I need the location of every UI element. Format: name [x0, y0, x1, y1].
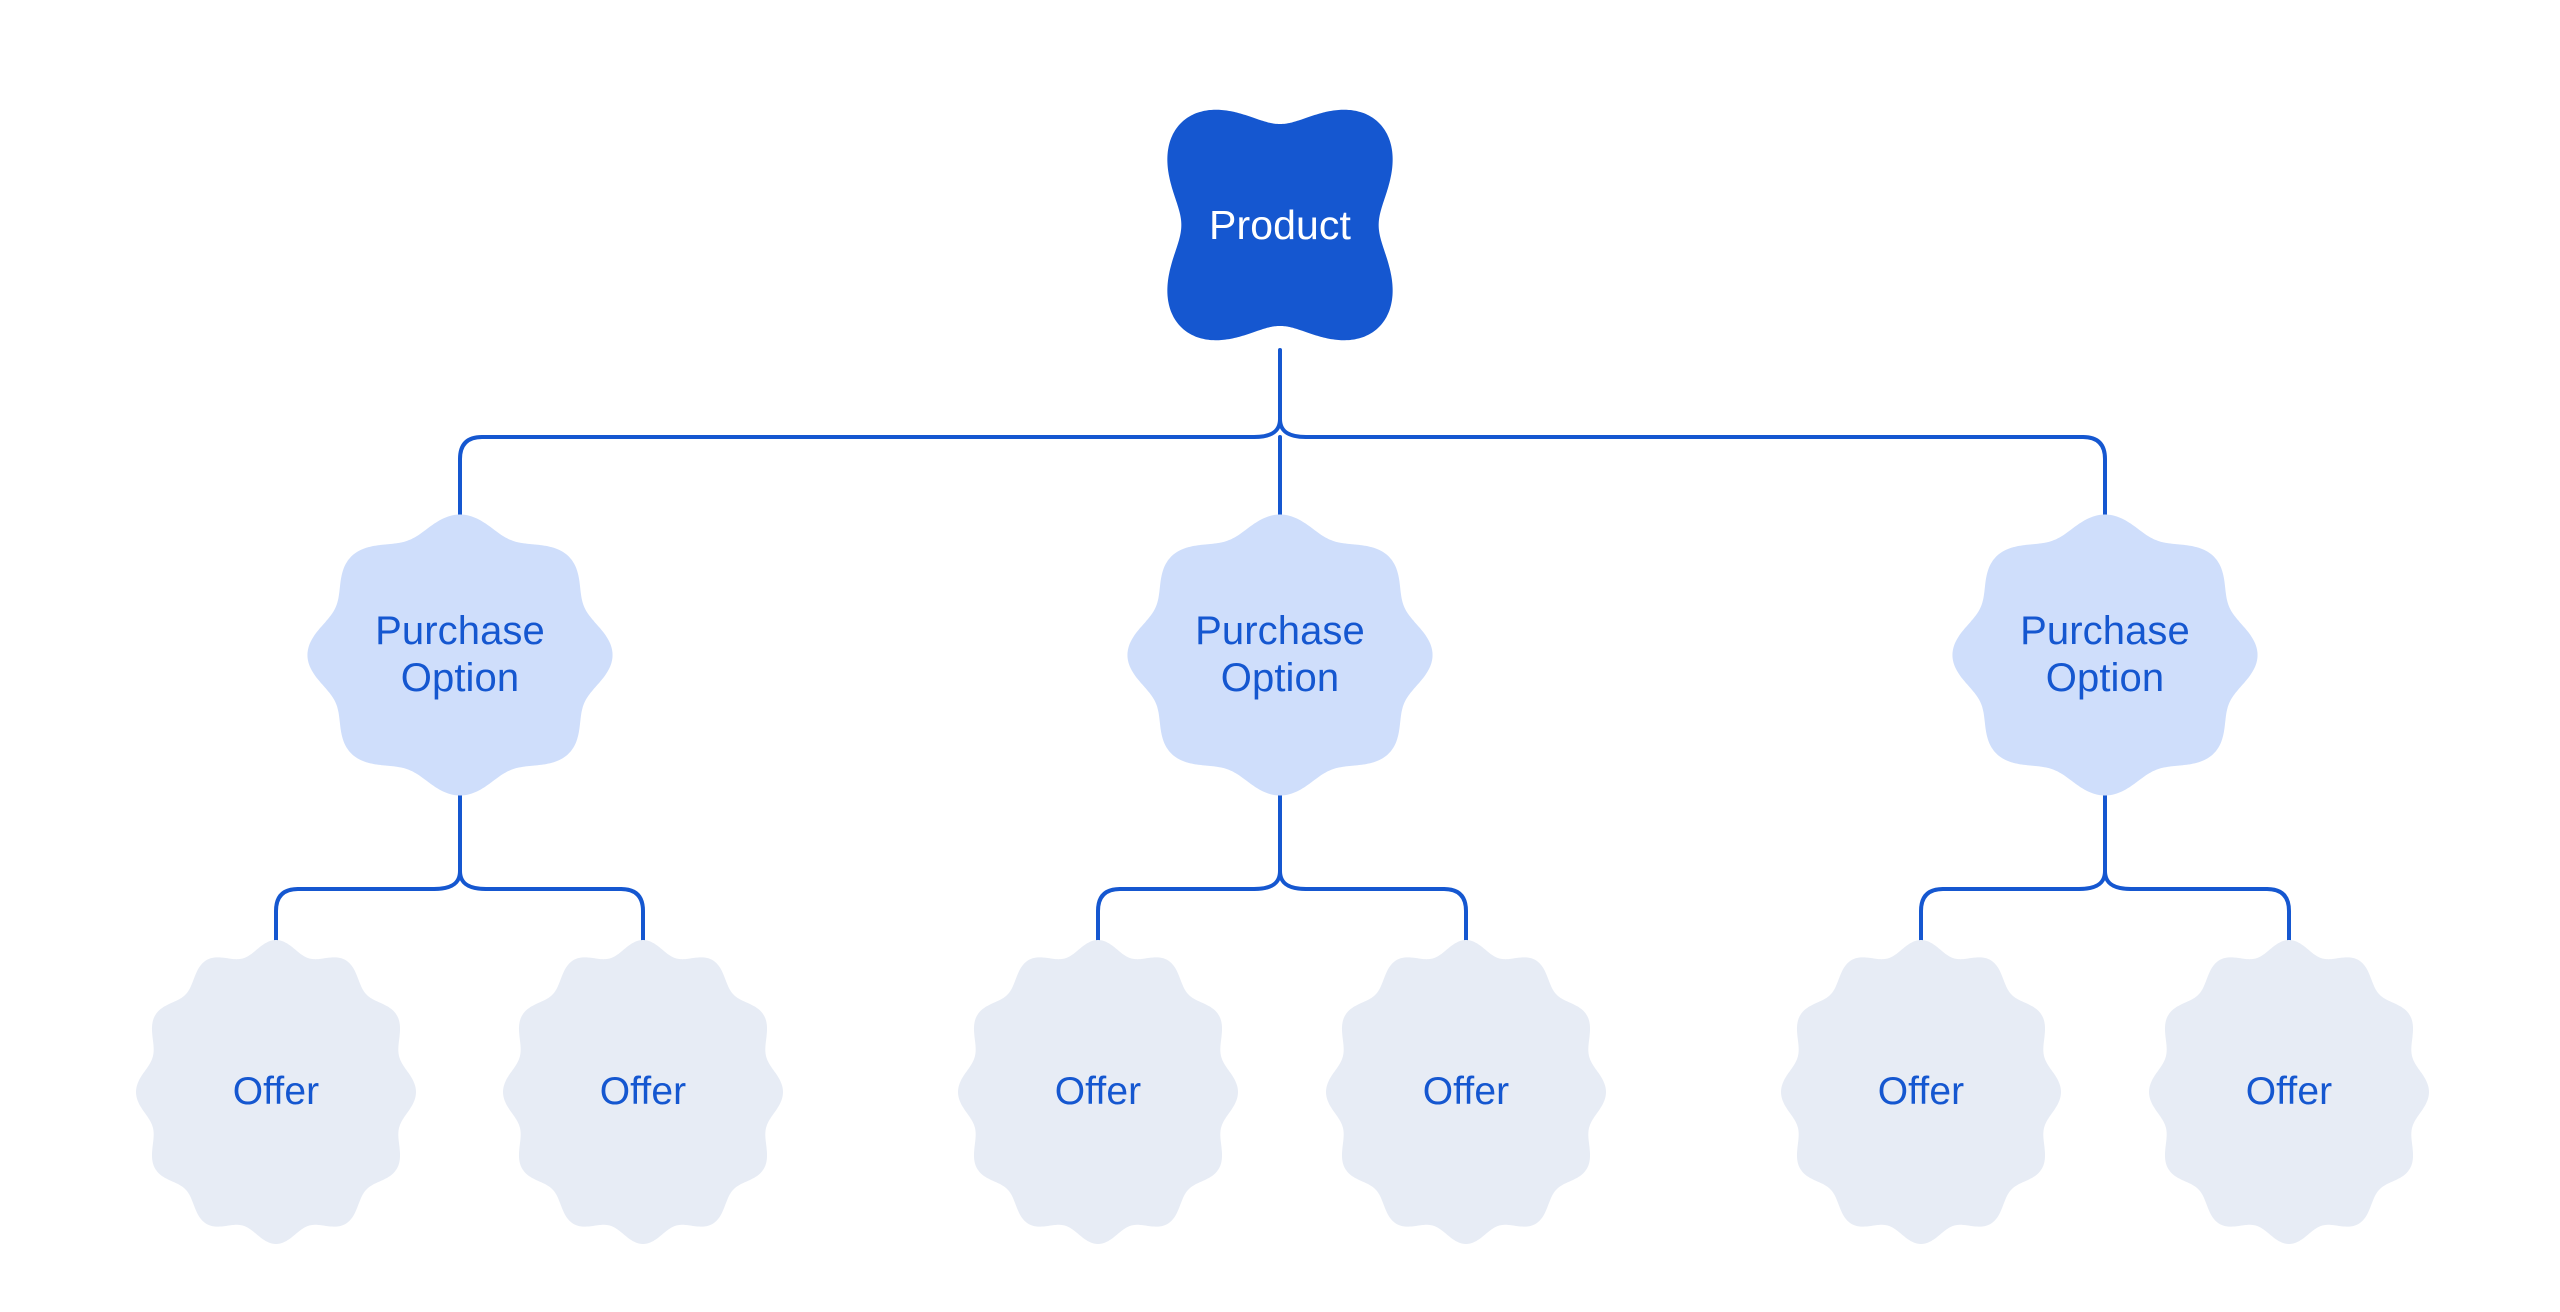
edge-purchase-option-3-to-offers-drop-0	[1919, 887, 1945, 952]
edge-purchase-option-2-to-offers-flare-right	[1278, 869, 1308, 891]
edge-purchase-option-3-to-offers-flare-left	[2077, 869, 2107, 891]
purchase-option-node-3-shape[interactable]	[1952, 514, 2258, 796]
offer-node-2-shape[interactable]	[503, 940, 783, 1244]
purchase-option-node-2-shape[interactable]	[1127, 514, 1433, 796]
offer-node-3-shape[interactable]	[958, 940, 1238, 1244]
edge-purchase-option-1-to-offers-drop-1	[619, 887, 645, 952]
connectors-layer	[274, 348, 2291, 952]
edge-purchase-option-2-to-offers-drop-0	[1096, 887, 1122, 952]
offer-node-5-shape[interactable]	[1781, 940, 2061, 1244]
purchase-option-node-1-shape[interactable]	[307, 514, 613, 796]
edge-purchase-option-2-to-offers-flare-left	[1252, 869, 1282, 891]
offer-node-6-shape[interactable]	[2149, 940, 2429, 1244]
edge-product-to-options-drop-2	[2081, 435, 2107, 527]
offer-node-1-shape[interactable]	[136, 940, 416, 1244]
offer-node-4-shape[interactable]	[1326, 940, 1606, 1244]
product-node-shape[interactable]	[1167, 109, 1393, 341]
edge-purchase-option-3-to-offers-flare-right	[2103, 869, 2133, 891]
edge-product-to-options-flare-left	[1252, 417, 1282, 439]
nodes-layer	[136, 109, 2429, 1244]
edge-product-to-options-drop-0	[458, 435, 484, 527]
edge-purchase-option-1-to-offers-flare-left	[432, 869, 462, 891]
edge-product-to-options-flare-right	[1278, 417, 1308, 439]
edge-purchase-option-1-to-offers-drop-0	[274, 887, 300, 952]
edge-purchase-option-2-to-offers-drop-1	[1442, 887, 1468, 952]
edge-purchase-option-3-to-offers-drop-1	[2265, 887, 2291, 952]
edge-purchase-option-1-to-offers-flare-right	[458, 869, 488, 891]
